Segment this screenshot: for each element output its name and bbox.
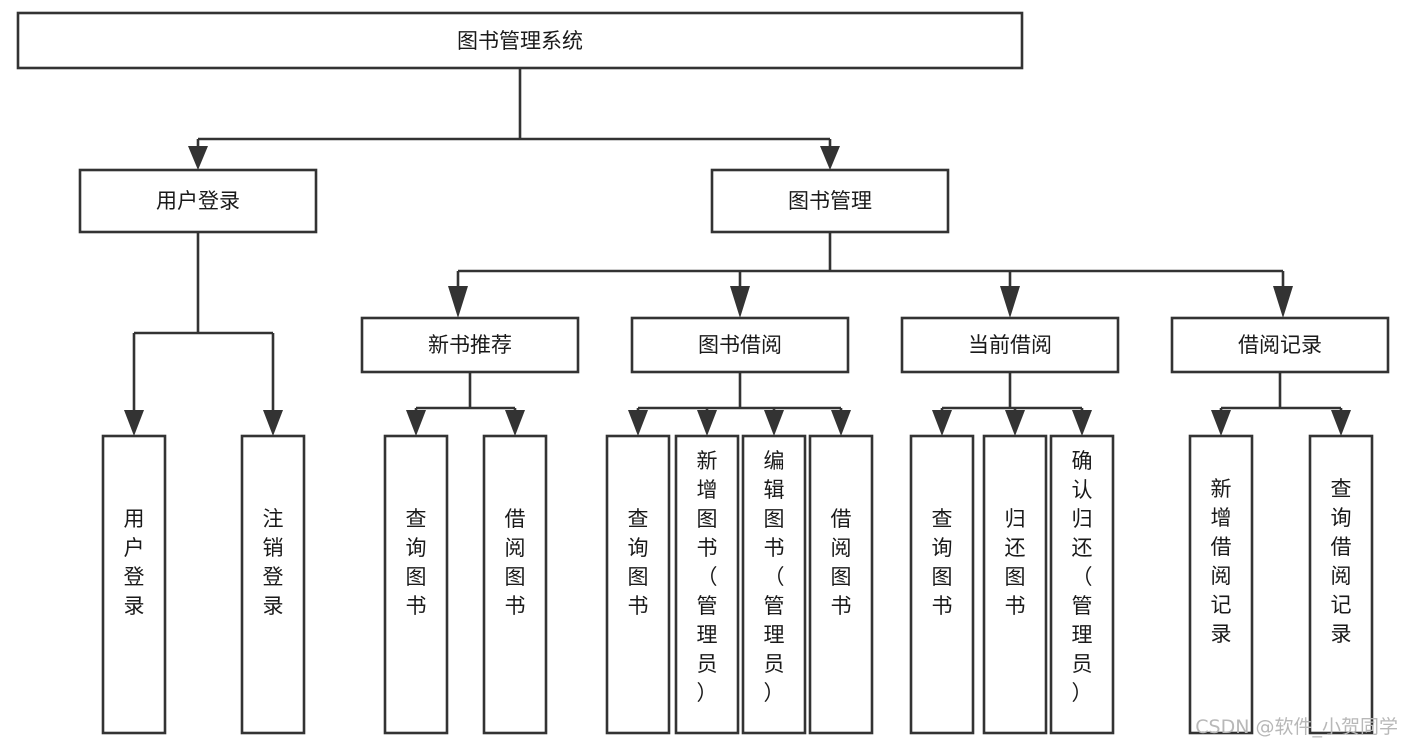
arrow-to-book-borrow: [730, 286, 750, 318]
node-leaf-edit-book-admin-box[interactable]: [741, 434, 807, 735]
node-leaf-add-borrow-record-box[interactable]: [1188, 434, 1254, 735]
node-leaf-query-book-recommend[interactable]: 查询图书: [383, 434, 449, 735]
node-leaf-borrow-book-label: 借阅图书: [831, 507, 852, 618]
node-book-manage-box[interactable]: [710, 168, 950, 234]
arrow-to-leaf-confirm-return-admin: [1072, 410, 1092, 436]
arrow-to-leaf-user-login: [124, 410, 144, 436]
node-leaf-edit-book-admin[interactable]: 编辑图书（管理员）: [741, 434, 807, 735]
arrow-to-leaf-return-book: [1005, 410, 1025, 436]
node-leaf-user-login-box[interactable]: [101, 434, 167, 735]
node-book-manage[interactable]: 图书管理: [710, 168, 950, 234]
node-user-login-label: 用户登录: [156, 189, 240, 213]
node-leaf-query-book[interactable]: 查询图书: [605, 434, 671, 735]
arrow-to-leaf-borrow-book: [831, 410, 851, 436]
node-leaf-query-book-current[interactable]: 查询图书: [909, 434, 975, 735]
node-leaf-return-book-box[interactable]: [982, 434, 1048, 735]
node-leaf-query-borrow-record[interactable]: 查询借阅记录: [1308, 434, 1374, 735]
node-leaf-query-book-recommend-box[interactable]: [383, 434, 449, 735]
node-root[interactable]: 图书管理系统: [16, 11, 1024, 70]
node-leaf-borrow-book-recommend[interactable]: 借阅图书: [482, 434, 548, 735]
node-leaf-confirm-return-admin[interactable]: 确认归还（管理员）: [1049, 434, 1115, 735]
arrow-to-leaf-edit-book-admin: [764, 410, 784, 436]
node-leaf-add-borrow-record-label: 新增借阅记录: [1211, 477, 1232, 646]
node-leaf-query-book-recommend-label: 查询图书: [406, 507, 427, 618]
node-leaf-borrow-book-recommend-box[interactable]: [482, 434, 548, 735]
node-leaf-confirm-return-admin-box[interactable]: [1049, 434, 1115, 735]
arrow-to-leaf-query-book-current: [932, 410, 952, 436]
node-leaf-query-book-current-label: 查询图书: [932, 507, 953, 618]
arrow-to-leaf-query-book-recommend: [406, 410, 426, 436]
node-root-box[interactable]: [16, 11, 1024, 70]
node-leaf-query-borrow-record-box[interactable]: [1308, 434, 1374, 735]
arrow-to-leaf-add-book-admin: [697, 410, 717, 436]
node-book-manage-label: 图书管理: [788, 189, 872, 213]
node-new-book-recommend-box[interactable]: [360, 316, 580, 374]
node-leaf-query-book-label: 查询图书: [628, 507, 649, 618]
node-leaf-logout[interactable]: 注销登录: [240, 434, 306, 735]
arrow-to-new-book-recommend: [448, 286, 468, 318]
node-leaf-add-borrow-record[interactable]: 新增借阅记录: [1188, 434, 1254, 735]
node-current-borrow[interactable]: 当前借阅: [900, 316, 1120, 374]
node-leaf-confirm-return-admin-label: 确认归还（管理员）: [1072, 449, 1093, 705]
arrow-to-leaf-logout: [263, 410, 283, 436]
node-leaf-borrow-book-recommend-label: 借阅图书: [505, 507, 526, 618]
node-book-borrow-box[interactable]: [630, 316, 850, 374]
csdn-watermark: CSDN @软件_小贺同学: [1195, 716, 1398, 738]
arrow-to-leaf-add-borrow-record: [1211, 410, 1231, 436]
node-leaf-query-borrow-record-label: 查询借阅记录: [1331, 477, 1352, 646]
node-new-book-recommend-label: 新书推荐: [428, 333, 512, 357]
leaf-layer: 用户登录 注销登录 查询图书 借阅图书 查询图书 新增图书（管理员）: [101, 434, 1374, 735]
arrow-to-book-manage: [820, 146, 840, 170]
node-leaf-user-login-label: 用户登录: [124, 507, 145, 618]
node-leaf-return-book-label: 归还图书: [1005, 507, 1026, 618]
arrow-to-leaf-query-book: [628, 410, 648, 436]
node-leaf-edit-book-admin-label: 编辑图书（管理员）: [764, 449, 785, 705]
node-borrow-record-label: 借阅记录: [1238, 333, 1322, 357]
node-book-borrow[interactable]: 图书借阅: [630, 316, 850, 374]
node-borrow-record-box[interactable]: [1170, 316, 1390, 374]
node-leaf-borrow-book[interactable]: 借阅图书: [808, 434, 874, 735]
node-new-book-recommend[interactable]: 新书推荐: [360, 316, 580, 374]
arrow-to-user-login: [188, 146, 208, 170]
node-leaf-add-book-admin-label: 新增图书（管理员）: [697, 449, 718, 705]
node-leaf-query-book-box[interactable]: [605, 434, 671, 735]
node-current-borrow-box[interactable]: [900, 316, 1120, 374]
arrowhead-layer: [124, 146, 1351, 436]
node-leaf-return-book[interactable]: 归还图书: [982, 434, 1048, 735]
node-leaf-borrow-book-box[interactable]: [808, 434, 874, 735]
arrow-to-borrow-record: [1273, 286, 1293, 318]
node-borrow-record[interactable]: 借阅记录: [1170, 316, 1390, 374]
node-leaf-add-book-admin-box[interactable]: [674, 434, 740, 735]
node-leaf-logout-box[interactable]: [240, 434, 306, 735]
node-user-login-box[interactable]: [78, 168, 318, 234]
node-current-borrow-label: 当前借阅: [968, 333, 1052, 357]
node-leaf-add-book-admin[interactable]: 新增图书（管理员）: [674, 434, 740, 735]
arrow-to-leaf-query-borrow-record: [1331, 410, 1351, 436]
node-leaf-user-login[interactable]: 用户登录: [101, 434, 167, 735]
node-leaf-query-book-current-box[interactable]: [909, 434, 975, 735]
node-leaf-logout-label: 注销登录: [263, 507, 284, 618]
node-book-borrow-label: 图书借阅: [698, 333, 782, 357]
node-user-login[interactable]: 用户登录: [78, 168, 318, 234]
node-root-label: 图书管理系统: [457, 29, 583, 53]
arrow-to-leaf-borrow-book-recommend: [505, 410, 525, 436]
arrow-to-current-borrow: [1000, 286, 1020, 318]
